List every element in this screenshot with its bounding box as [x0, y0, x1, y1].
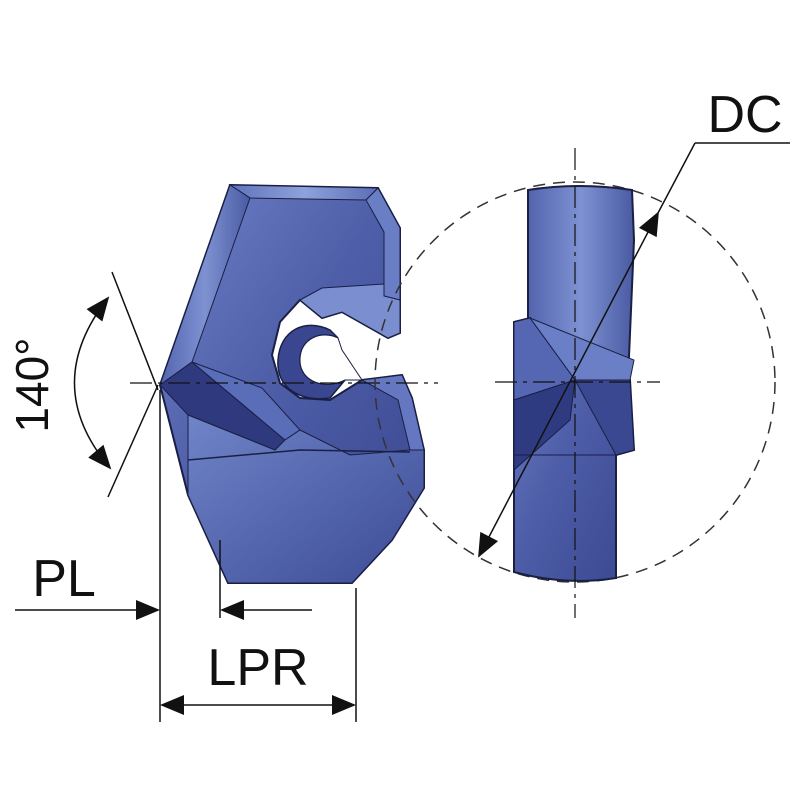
- insert-front-view: [158, 183, 425, 584]
- angle-arc: [73, 296, 112, 470]
- pl-lpr-dimensions: PL LPR: [15, 390, 357, 722]
- angle-dimension: 140°: [6, 271, 159, 498]
- angle-label: 140°: [6, 337, 58, 432]
- lpr-label: LPR: [207, 639, 308, 697]
- insert-hook-detail: [299, 283, 401, 339]
- dc-leader-line: [657, 142, 696, 214]
- dc-label: DC: [707, 86, 782, 144]
- angle-line-upper: [111, 271, 159, 391]
- dc-circle: [374, 181, 776, 583]
- insert-top-face: [228, 184, 380, 201]
- insert-hole-inner: [299, 334, 363, 385]
- insert-lower-ridge: [187, 449, 411, 461]
- dc-dimension: DC: [478, 86, 790, 558]
- insert-jaw-chamfer: [360, 374, 425, 451]
- angle-line-lower: [107, 384, 159, 498]
- pl-label: PL: [32, 550, 96, 608]
- dc-diameter-line: [478, 211, 659, 558]
